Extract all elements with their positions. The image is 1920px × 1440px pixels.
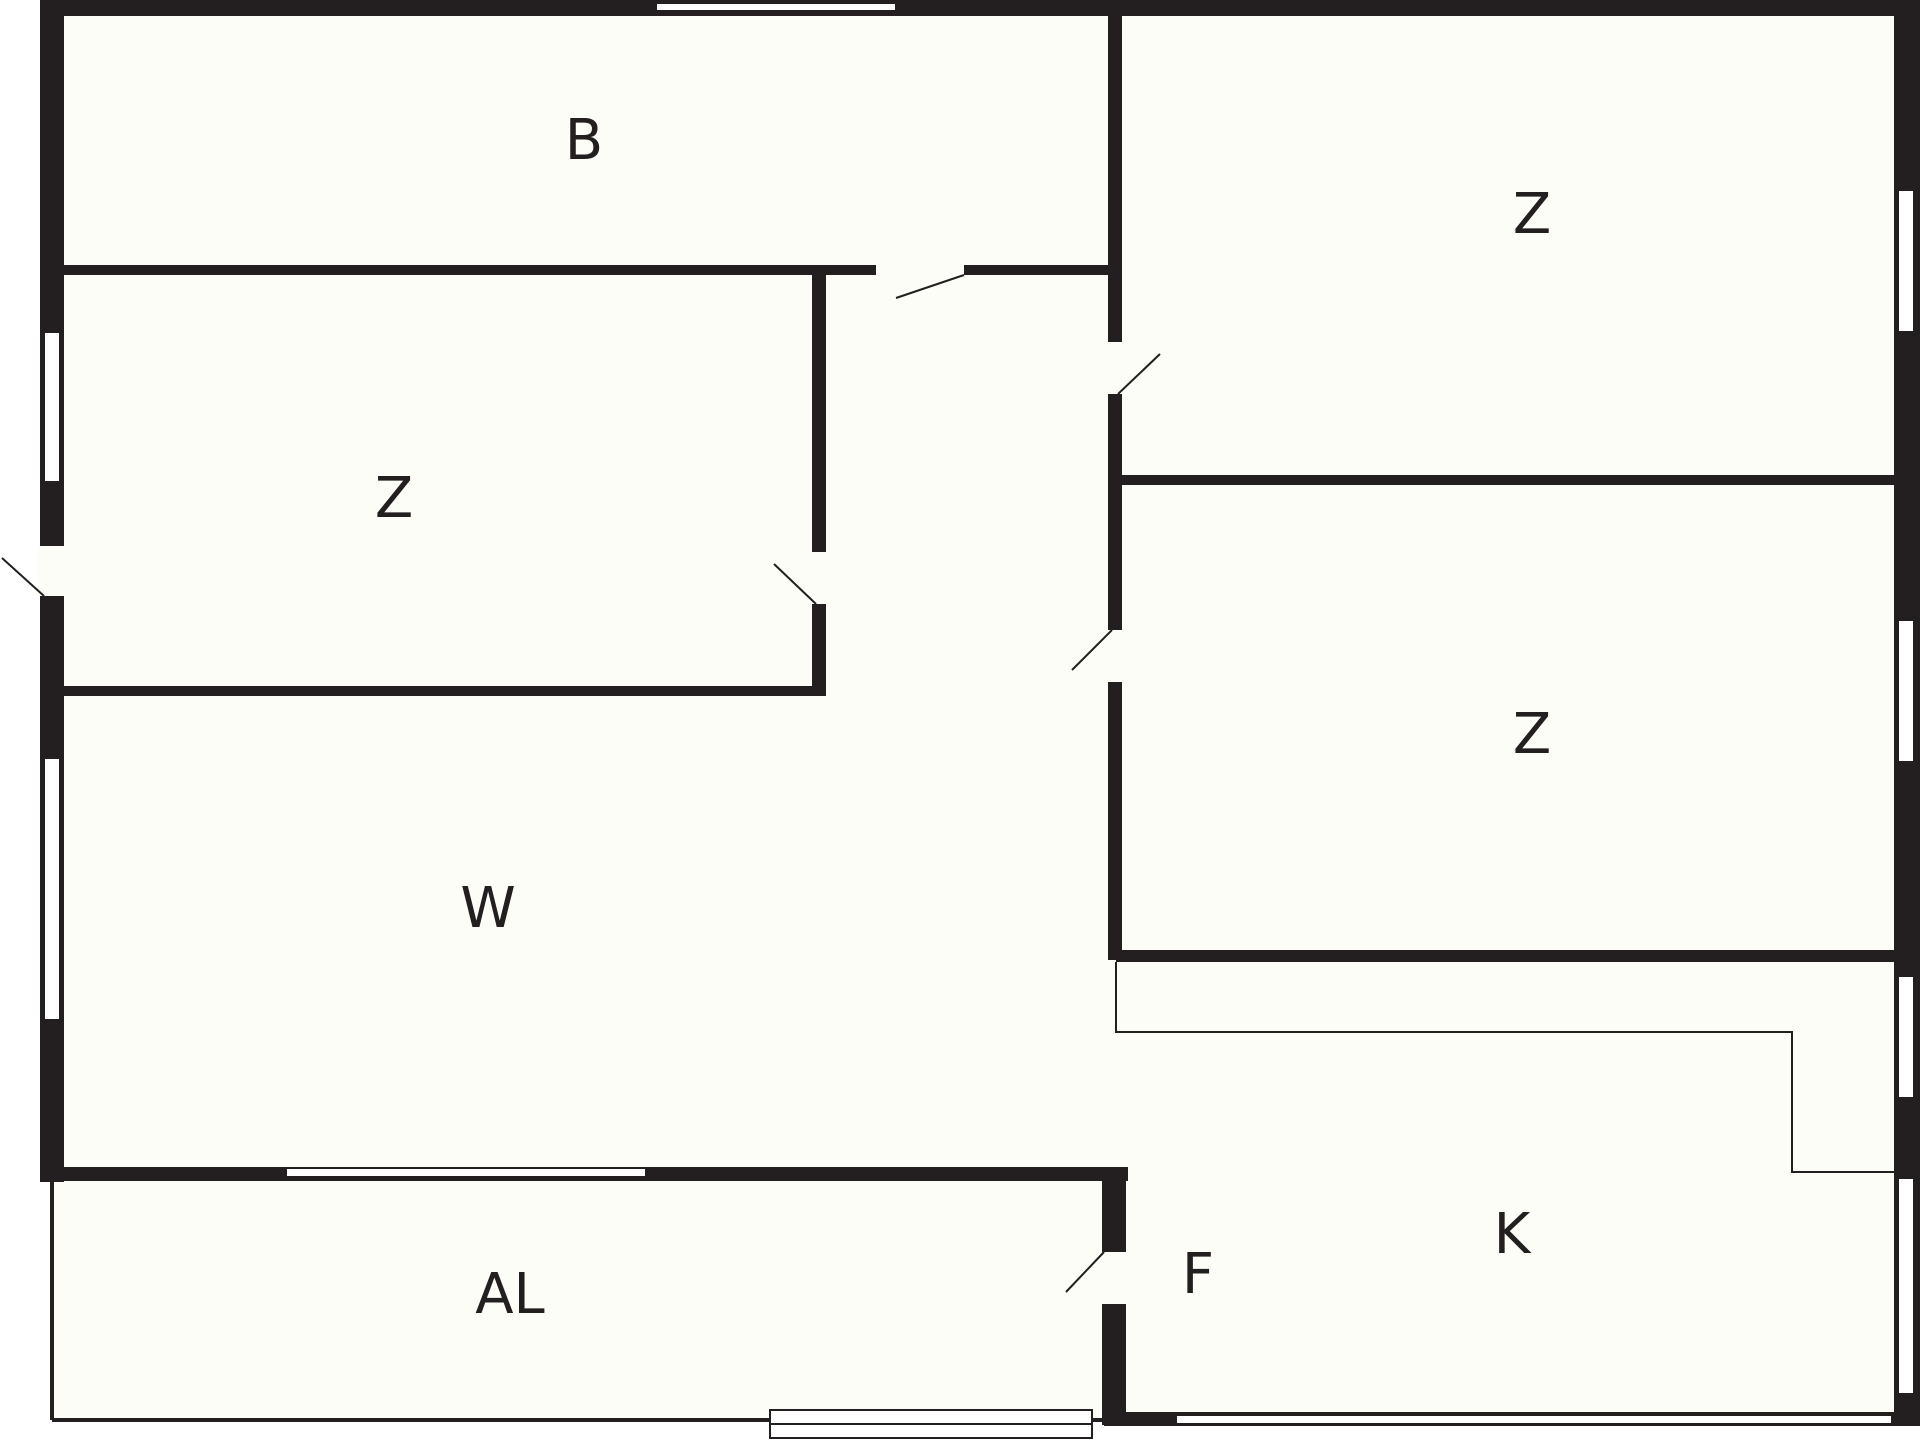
kitchen-counter — [1115, 962, 1896, 1173]
interior-walls — [40, 10, 1902, 1425]
door-room-top-right-swing — [1117, 353, 1161, 395]
floor-balcony — [50, 1180, 1112, 1420]
wall-room-left-bottom — [48, 686, 826, 696]
window-right-3 — [1897, 975, 1915, 1099]
door-room-left-opening — [809, 552, 829, 604]
window-left-lower — [43, 757, 61, 1021]
door-entrance-opening — [38, 546, 66, 596]
room-label-living: W — [460, 876, 515, 941]
door-room-mid-right-swing — [1071, 629, 1113, 671]
door-room-left-swing — [773, 563, 817, 605]
room-label-kitchen: K — [1494, 1202, 1532, 1267]
window-balcony-top — [285, 1167, 647, 1178]
door-bath-opening — [876, 262, 964, 278]
door-room-mid-right-opening — [1105, 630, 1125, 682]
floor-kitchen-bottom — [1112, 1170, 1902, 1418]
room-label-mid-right: Z — [1513, 702, 1551, 767]
window-right-4 — [1897, 1177, 1915, 1395]
window-left-upper — [43, 331, 61, 483]
wall-center-vertical — [1108, 10, 1122, 960]
room-label-hall: F — [1182, 1242, 1214, 1307]
wall-room-left-right — [812, 270, 826, 694]
window-right-2 — [1897, 619, 1915, 763]
door-entrance-swing — [1, 557, 45, 597]
wall-bath-bottom — [48, 265, 1114, 275]
door-balcony-opening — [1100, 1252, 1130, 1304]
door-balcony-swing — [1065, 1251, 1105, 1293]
room-label-top-right: Z — [1513, 182, 1551, 247]
floor-main — [48, 10, 1900, 1182]
window-right-1 — [1897, 189, 1915, 333]
doors — [1, 262, 1161, 1304]
wall-top — [40, 0, 1920, 16]
wall-right-rooms-divider — [1116, 475, 1902, 485]
floor-fills — [48, 10, 1902, 1420]
wall-right-rooms-bottom — [1116, 950, 1902, 962]
door-room-top-right-opening — [1105, 342, 1125, 394]
windows — [43, 2, 1915, 1439]
window-kitchen-bottom — [1175, 1414, 1893, 1425]
room-labels: B Z Z Z W K F AL — [375, 108, 1551, 1327]
room-label-balcony: AL — [475, 1262, 545, 1327]
room-label-left: Z — [375, 466, 413, 531]
room-label-bath: B — [565, 108, 603, 173]
door-bath-swing — [895, 274, 965, 299]
window-bath-top — [655, 2, 897, 12]
